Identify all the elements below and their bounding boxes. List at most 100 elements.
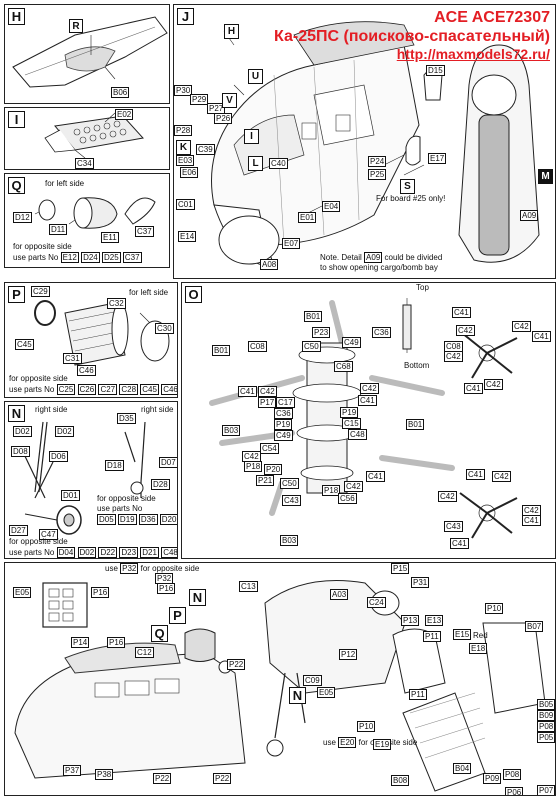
part-label: P17 — [258, 397, 277, 408]
detail-tag-u: U — [248, 69, 263, 84]
part-label: E15 — [453, 629, 472, 640]
searchlight-drawing — [34, 197, 156, 229]
part-label: P26 — [214, 113, 233, 124]
part-code: A09 — [364, 252, 383, 263]
part-label: C42 — [360, 383, 379, 394]
part-code: C27 — [98, 384, 118, 395]
part-label: C41 — [366, 471, 385, 482]
opposite-side-note: for opposite side use parts No C25 C26 C… — [9, 374, 178, 395]
part-label: P19 — [340, 407, 359, 418]
part-label: C39 — [196, 144, 215, 155]
panel-main-assembly: P Q N N use P32 for opposite side use E2… — [4, 562, 556, 796]
opposite-line1: for opposite side — [13, 242, 72, 251]
detail-note-line2: to show opening cargo/bomb bay — [320, 263, 438, 272]
part-label: C49 — [274, 430, 293, 441]
part-label: P12 — [339, 649, 358, 660]
part-label: B01 — [304, 311, 323, 322]
part-label: P11 — [409, 689, 427, 700]
part-code: D04 — [56, 547, 76, 558]
landing-gear-drawing — [22, 421, 146, 535]
part-label: P23 — [312, 327, 331, 338]
kit-brand: ACE ACE72307 — [434, 9, 550, 26]
part-label: E19 — [373, 739, 392, 750]
part-label: C42 — [444, 351, 463, 362]
part-code: P32 — [120, 563, 139, 574]
part-label: P16 — [107, 637, 126, 648]
right-side-note: right side — [141, 405, 174, 414]
instrument-panel-drawing — [44, 112, 144, 159]
top-note: Top — [416, 283, 429, 292]
part-label: C41 — [522, 515, 541, 526]
part-label: C54 — [260, 443, 279, 454]
part-label: E13 — [425, 615, 444, 626]
panel-p: P for left side C29 C32 C45 C31 C46 C30 … — [4, 282, 178, 398]
part-code: D20 — [159, 514, 177, 525]
part-label: C43 — [444, 521, 463, 532]
fuselage-assembly-drawing — [14, 580, 546, 792]
part-label: C08 — [248, 341, 267, 352]
section-letter-i: I — [8, 111, 25, 128]
part-label: A08 — [260, 259, 279, 270]
detail-tag-p: P — [169, 607, 186, 624]
part-label: E17 — [428, 153, 447, 164]
part-label: D18 — [105, 460, 124, 471]
part-label: E11 — [101, 232, 119, 243]
opposite-line2: use parts No C25 C26 C27 C28 C45 C46 — [9, 384, 178, 395]
part-label: P08 — [503, 769, 522, 780]
part-label: C50 — [302, 341, 321, 352]
part-label: B09 — [537, 710, 555, 721]
part-code: D25 — [101, 252, 121, 263]
part-label: E04 — [322, 201, 341, 212]
opposite-line1: for opposite side — [97, 494, 156, 503]
fuselage-nose-drawing — [211, 21, 540, 268]
part-label: B08 — [391, 775, 410, 786]
part-code: D02 — [77, 547, 97, 558]
detail-tag-n: N — [289, 687, 306, 704]
note-rest: could be divided — [384, 253, 443, 262]
part-label: C45 — [15, 339, 34, 350]
part-code: D19 — [117, 514, 137, 525]
part-label: B06 — [111, 87, 130, 98]
part-label: C30 — [155, 323, 174, 334]
part-label: P19 — [274, 419, 293, 430]
section-letter-n: N — [8, 405, 25, 422]
part-label: P21 — [256, 475, 275, 486]
part-label: C42 — [438, 491, 457, 502]
part-label: B07 — [525, 621, 544, 632]
detail-tag-m: M — [538, 169, 553, 184]
part-label: C41 — [464, 383, 483, 394]
part-label: B04 — [453, 763, 472, 774]
detail-tag-n: N — [189, 589, 206, 606]
p32-note: use P32 for opposite side — [105, 563, 199, 574]
part-label: P22 — [153, 773, 172, 784]
panel-q: Q for left side D12 D11 E11 C37 for oppo… — [4, 173, 170, 268]
part-label: D12 — [13, 212, 32, 223]
part-code: D21 — [140, 547, 159, 558]
part-label: C01 — [176, 199, 195, 210]
part-label: D27 — [9, 525, 28, 536]
part-label: B01 — [406, 419, 425, 430]
part-label: E07 — [282, 238, 301, 249]
part-label: P07 — [537, 785, 555, 795]
note-prefix: use — [105, 564, 118, 573]
part-label: C36 — [274, 408, 293, 419]
part-label: P13 — [401, 615, 420, 626]
detail-note: Note. Detail A09 could be divided to sho… — [320, 252, 442, 273]
opposite-line2: use parts No — [97, 504, 143, 513]
part-label: C36 — [372, 327, 391, 338]
part-label: P10 — [357, 721, 376, 732]
part-code: C45 — [140, 384, 159, 395]
part-code: E20 — [338, 737, 357, 748]
e20-note: use E20 for opposite side — [323, 737, 417, 748]
part-label: P18 — [322, 485, 341, 496]
part-label: C09 — [303, 675, 322, 686]
part-label: P38 — [95, 769, 114, 780]
opposite-line2: use parts No D04 D02 D22 D23 D21 C48 — [9, 547, 177, 558]
section-letter-h: H — [8, 8, 25, 25]
rescue-hoist-drawing — [34, 300, 170, 366]
detail-tag-i: I — [244, 129, 259, 144]
part-code: C46 — [161, 384, 178, 395]
part-label: E02 — [115, 109, 134, 120]
note-prefix: use — [323, 738, 336, 747]
kit-url-link[interactable]: http://maxmodels72.ru/ — [396, 46, 550, 62]
